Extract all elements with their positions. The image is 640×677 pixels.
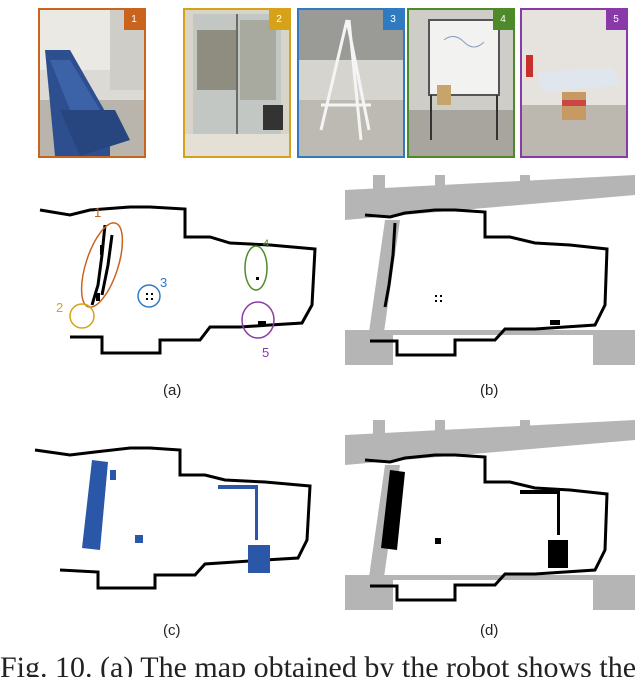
map-d [345, 420, 635, 610]
circle-5 [242, 302, 274, 338]
photo-4-badge: 4 [493, 10, 513, 30]
whiteboard-photo-image [409, 10, 513, 156]
label-a: (a) [163, 382, 181, 399]
map-b [345, 175, 635, 365]
photo-1-sofa: 1 [38, 8, 146, 158]
photo-5-badge: 5 [606, 10, 626, 30]
window-photo-image [185, 10, 289, 156]
photo-3-stand: 3 [297, 8, 405, 158]
map-a-label-3: 3 [160, 275, 167, 290]
label-d: (d) [480, 622, 498, 639]
photo-5-table: 5 [520, 8, 628, 158]
table-photo-image [522, 10, 626, 156]
map-a [30, 195, 330, 360]
map-a-label-5: 5 [262, 345, 269, 360]
easel-photo-image [299, 10, 403, 156]
label-b: (b) [480, 382, 498, 399]
map-a-label-4: 4 [263, 238, 269, 250]
photo-2-badge: 2 [269, 10, 289, 30]
map-c [30, 440, 330, 590]
circle-4 [245, 246, 267, 290]
photo-2-window: 2 [183, 8, 291, 158]
circle-2 [70, 304, 94, 328]
photo-4-whiteboard: 4 [407, 8, 515, 158]
sofa-photo-image [40, 10, 144, 156]
label-c: (c) [163, 622, 181, 639]
circle-3 [138, 285, 160, 307]
map-a-label-2: 2 [56, 300, 63, 315]
photo-3-badge: 3 [383, 10, 403, 30]
figure-caption: Fig. 10. (a) The map obtained by the rob… [0, 648, 640, 677]
map-a-label-1: 1 [94, 205, 101, 220]
photo-1-badge: 1 [124, 10, 144, 30]
